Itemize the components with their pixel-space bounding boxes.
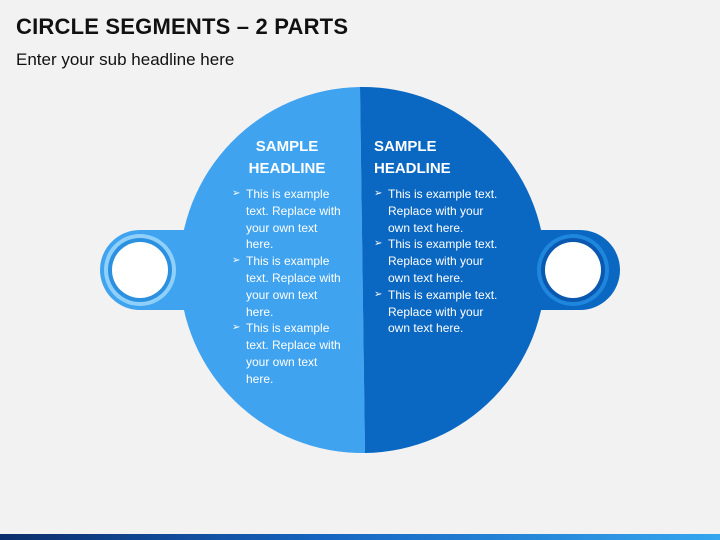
left-knob-center (112, 242, 168, 298)
list-item: ➢This is example text. Replace with your… (232, 254, 341, 319)
footer-gradient-bar (0, 534, 720, 540)
arrow-bullet-icon: ➢ (232, 322, 241, 334)
right-segment-headline: SAMPLE HEADLINE (374, 138, 451, 177)
left-segment (179, 87, 365, 454)
list-item: ➢This is example text. Replace with your… (232, 187, 341, 252)
list-item: ➢This is example text. Replace with your… (374, 187, 498, 235)
list-item: ➢This is example text. Replace with your… (232, 321, 341, 386)
arrow-bullet-icon: ➢ (374, 288, 383, 300)
left-segment-headline: SAMPLE HEADLINE (248, 138, 326, 177)
right-segment-bullets: ➢This is example text. Replace with your… (374, 186, 499, 337)
right-segment (360, 86, 546, 453)
arrow-bullet-icon: ➢ (232, 255, 241, 267)
list-item: ➢This is example text. Replace with your… (374, 287, 498, 336)
page-title: CIRCLE SEGMENTS – 2 PARTS (16, 14, 349, 39)
list-item: ➢This is example text. Replace with your… (374, 237, 498, 285)
right-segment-text: SAMPLE HEADLINE ➢This is example text. R… (374, 136, 499, 337)
page-subtitle: Enter your sub headline here (16, 50, 235, 69)
left-segment-bullets: ➢This is example text. Replace with your… (232, 186, 342, 388)
left-segment-text: SAMPLE HEADLINE ➢This is example text. R… (232, 136, 342, 388)
arrow-bullet-icon: ➢ (374, 188, 383, 199)
arrow-bullet-icon: ➢ (374, 238, 383, 250)
right-knob-center (545, 242, 601, 298)
arrow-bullet-icon: ➢ (232, 188, 241, 199)
